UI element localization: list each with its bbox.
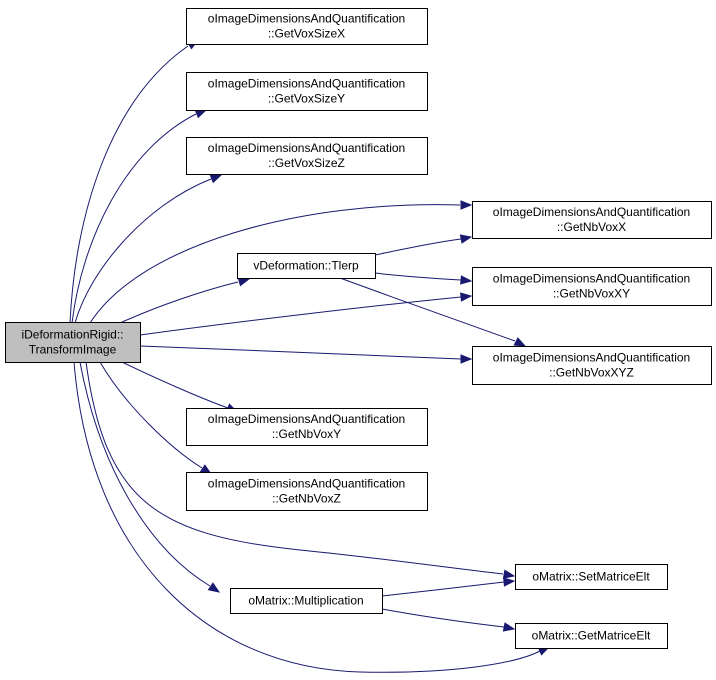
node-box bbox=[515, 564, 668, 590]
edge-root-to-setmatriceelt bbox=[85, 361, 516, 579]
edge-root-to-getnbvoxxyz bbox=[139, 345, 473, 364]
arrowhead-icon bbox=[503, 577, 516, 587]
node-tierp[interactable]: vDeformation::Tlerp bbox=[237, 253, 376, 279]
node-label: ::GetVoxSizeZ bbox=[268, 156, 345, 170]
node-box bbox=[5, 322, 141, 363]
edge-line bbox=[89, 204, 461, 324]
node-label: oMatrix::Multiplication bbox=[248, 594, 363, 608]
node-label: oImageDimensionsAndQuantification bbox=[493, 351, 690, 365]
node-box bbox=[186, 137, 428, 175]
edge-root-to-getnbvoxxy bbox=[139, 292, 473, 336]
edge-line bbox=[119, 281, 239, 324]
arrowhead-icon bbox=[502, 622, 516, 632]
arrowhead-icon bbox=[460, 292, 473, 302]
node-getnbvoxxy[interactable]: oImageDimensionsAndQuantification::GetNb… bbox=[472, 267, 712, 306]
node-label: oImageDimensionsAndQuantification bbox=[493, 272, 690, 286]
edge-tierp-to-getnbvoxxy bbox=[374, 272, 473, 285]
node-getnbvoxx[interactable]: oImageDimensionsAndQuantification::GetNb… bbox=[472, 201, 712, 239]
edge-line bbox=[374, 272, 462, 281]
node-label: ::GetVoxSizeX bbox=[268, 27, 345, 41]
edge-line bbox=[99, 361, 203, 469]
node-label: ::GetNbVoxXY bbox=[553, 287, 630, 301]
arrowhead-icon bbox=[460, 200, 473, 210]
node-label: ::GetNbVoxY bbox=[272, 427, 341, 441]
node-label: oImageDimensionsAndQuantification bbox=[493, 205, 690, 219]
edges-layer bbox=[69, 39, 551, 673]
nodes-layer: iDeformationRigid::TransformImageoImageD… bbox=[5, 8, 712, 649]
node-setmatriceelt[interactable]: oMatrix::SetMatriceElt bbox=[515, 564, 668, 590]
node-label: oImageDimensionsAndQuantification bbox=[208, 77, 405, 91]
node-getnbvoxy[interactable]: oImageDimensionsAndQuantification::GetNb… bbox=[186, 408, 428, 446]
edge-line bbox=[139, 296, 462, 336]
node-label: ::GetNbVoxX bbox=[557, 220, 626, 234]
edge-multiplication-to-getmatriceelt bbox=[381, 608, 516, 632]
node-box bbox=[472, 267, 712, 306]
edge-root-to-multiplication bbox=[79, 361, 221, 593]
edge-tierp-to-getnbvoxx bbox=[374, 234, 473, 256]
edge-line bbox=[69, 45, 189, 324]
node-getvoxsizex[interactable]: oImageDimensionsAndQuantification::GetVo… bbox=[186, 8, 428, 45]
node-getmatriceelt[interactable]: oMatrix::GetMatriceElt bbox=[515, 623, 668, 649]
node-getvoxsizey[interactable]: oImageDimensionsAndQuantification::GetVo… bbox=[186, 72, 428, 111]
arrowhead-icon bbox=[460, 354, 473, 364]
node-label: vDeformation::Tlerp bbox=[253, 259, 359, 273]
edge-root-to-getnbvoxx bbox=[89, 200, 473, 324]
node-label: oImageDimensionsAndQuantification bbox=[208, 141, 405, 155]
node-box bbox=[237, 253, 376, 279]
node-label: oMatrix::SetMatriceElt bbox=[532, 570, 650, 584]
edge-line bbox=[121, 361, 229, 409]
edge-line bbox=[71, 113, 197, 324]
arrowhead-icon bbox=[194, 109, 208, 119]
edge-line bbox=[73, 361, 541, 673]
node-box bbox=[472, 346, 712, 385]
node-box bbox=[186, 408, 428, 446]
edge-line bbox=[339, 277, 516, 342]
node-getnbvoxz[interactable]: oImageDimensionsAndQuantification::GetNb… bbox=[186, 472, 428, 511]
edge-root-to-getvoxsizex bbox=[69, 39, 200, 324]
edge-root-to-getnbvoxy bbox=[121, 361, 239, 413]
arrowhead-icon bbox=[209, 174, 223, 184]
edge-root-to-tierp bbox=[119, 277, 251, 324]
node-getnbvoxxyz[interactable]: oImageDimensionsAndQuantification::GetNb… bbox=[472, 346, 712, 385]
arrowhead-icon bbox=[460, 275, 473, 285]
arrowhead-icon bbox=[459, 234, 473, 244]
edge-multiplication-to-setmatriceelt bbox=[381, 577, 516, 597]
arrowhead-icon bbox=[502, 569, 516, 579]
edge-tierp-to-getnbvoxxyz bbox=[339, 277, 527, 347]
edge-line bbox=[139, 345, 462, 360]
edge-line bbox=[74, 178, 212, 324]
node-label: oMatrix::GetMatriceElt bbox=[532, 629, 651, 643]
node-label: TransformImage bbox=[29, 343, 117, 357]
node-box bbox=[472, 201, 712, 239]
node-label: iDeformationRigid:: bbox=[21, 328, 123, 342]
edge-root-to-getvoxsizey bbox=[71, 109, 208, 324]
edge-root-to-getvoxsizez bbox=[74, 174, 223, 324]
edge-line bbox=[381, 581, 505, 597]
node-box bbox=[186, 472, 428, 511]
node-label: oImageDimensionsAndQuantification bbox=[208, 477, 405, 491]
edge-line bbox=[79, 361, 211, 587]
node-label: oImageDimensionsAndQuantification bbox=[208, 12, 405, 26]
node-box bbox=[230, 588, 383, 614]
node-label: ::GetNbVoxZ bbox=[272, 492, 341, 506]
node-multiplication[interactable]: oMatrix::Multiplication bbox=[230, 588, 383, 614]
node-box bbox=[515, 623, 668, 649]
node-box bbox=[186, 8, 428, 45]
node-box bbox=[186, 72, 428, 111]
node-label: oImageDimensionsAndQuantification bbox=[208, 412, 405, 426]
node-root[interactable]: iDeformationRigid::TransformImage bbox=[5, 322, 141, 363]
node-label: ::GetNbVoxXYZ bbox=[549, 366, 634, 380]
node-label: ::GetVoxSizeY bbox=[268, 92, 345, 106]
edge-line bbox=[374, 238, 462, 256]
node-getvoxsizez[interactable]: oImageDimensionsAndQuantification::GetVo… bbox=[186, 137, 428, 175]
arrowhead-icon bbox=[207, 582, 221, 593]
edge-line bbox=[381, 608, 505, 628]
arrowhead-icon bbox=[513, 337, 527, 347]
edge-line bbox=[85, 361, 504, 575]
